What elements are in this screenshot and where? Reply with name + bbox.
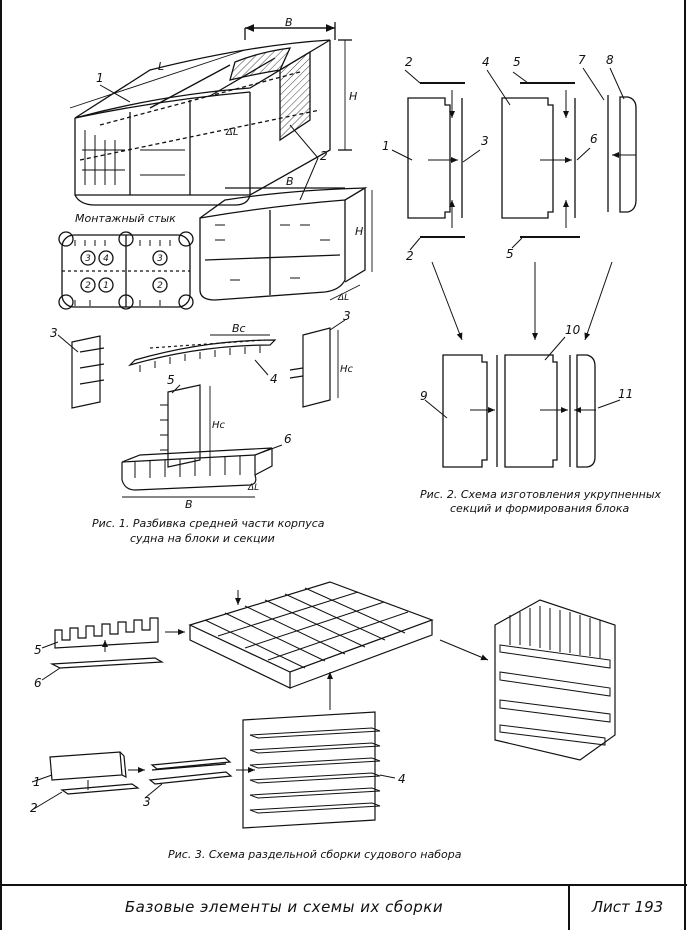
sheet-border-right (684, 0, 686, 930)
fig1-bottom-dim-dL: ΔL (247, 483, 259, 493)
fig3-comb-strip (41, 617, 185, 681)
fig1-block-dim-B: B (286, 175, 294, 188)
fig1-label-2: 2 (320, 149, 328, 163)
fig1-dim-H: H (349, 90, 357, 103)
fig1-element-5 (160, 384, 211, 468)
fig2-label-5-top: 5 (513, 55, 521, 69)
fig2-label-9: 9 (420, 389, 428, 403)
fig1-block-section (199, 186, 373, 301)
fig3-label-5: 5 (34, 643, 42, 657)
fig2-caption-line1: Рис. 2. Схема изготовления укрупненных (420, 488, 662, 501)
fig1-dim-dL: ΔL (225, 127, 238, 138)
fig2-assembly-scheme (391, 67, 637, 468)
fig1-joint-label: Монтажный стык (75, 212, 176, 225)
fig1-element-3-right (289, 319, 346, 408)
fig2-label-11: 11 (618, 387, 633, 401)
fig2-label-7: 7 (578, 53, 586, 67)
fig3-frame-assembly (494, 599, 616, 761)
title-block (0, 884, 687, 932)
fig3-label-3: 3 (143, 795, 151, 809)
fig1-caption-line1: Рис. 1. Разбивка средней части корпуса (92, 517, 325, 530)
fig2-caption-line2: секций и формирования блока (450, 502, 630, 515)
fig3-label-4: 4 (398, 772, 406, 786)
fig3-label-1: 1 (33, 775, 41, 789)
circle-label-b: 4 (103, 254, 109, 264)
fig2-label-4: 4 (482, 55, 490, 69)
circle-label-d: 2 (85, 281, 91, 291)
fig2-label-2-bottom: 2 (406, 249, 414, 263)
fig1-dim-Bc: Bc (232, 322, 246, 335)
fig3-grid-panel (188, 581, 489, 710)
technical-drawing: B L H ΔL 1 2 B H ΔL М (30, 16, 662, 861)
fig2-label-3: 3 (481, 134, 489, 148)
fig1-label-6: 6 (284, 432, 292, 446)
circle-label-c: 3 (157, 254, 163, 264)
fig2-label-1: 1 (382, 139, 390, 153)
fig1-label-3-right: 3 (343, 309, 351, 323)
fig1-label-5: 5 (167, 373, 175, 387)
fig2-label-5-bottom: 5 (506, 247, 514, 261)
fig2-label-8: 8 (606, 53, 614, 67)
fig3-plates (31, 751, 255, 811)
fig1-label-1: 1 (96, 71, 104, 85)
circle-label-f: 2 (157, 281, 163, 291)
fig1-label-4: 4 (270, 372, 278, 386)
fig1-cross-section (58, 231, 194, 310)
sheet-border-left (0, 0, 2, 930)
fig3-stacked-frames (242, 711, 396, 829)
fig2-label-6: 6 (590, 132, 598, 146)
fig1-block-dim-H: H (355, 225, 363, 238)
fig1-dim-Hc-center: Hc (212, 420, 226, 431)
fig2-label-10: 10 (565, 323, 581, 337)
fig2-label-2-top: 2 (405, 55, 413, 69)
fig3-label-2: 2 (30, 801, 38, 815)
fig1-dim-Hc-right: Hc (340, 364, 354, 375)
circle-label-a: 3 (85, 254, 91, 264)
fig3-label-6: 6 (34, 676, 42, 690)
fig1-dim-B: B (285, 16, 293, 29)
title-block-sheet-number: Лист 193 (591, 898, 664, 916)
fig1-element-4 (127, 334, 277, 376)
fig1-element-6 (121, 444, 283, 498)
fig3-caption: Рис. 3. Схема раздельной сборки судового… (168, 848, 462, 861)
fig1-bottom-dim-B: B (185, 498, 193, 511)
title-block-divider (568, 884, 570, 930)
circle-label-e: 1 (103, 281, 109, 291)
fig1-caption-line2: судна на блоки и секции (130, 532, 275, 545)
fig1-element-3-left (57, 334, 105, 409)
fig1-dim-L: L (158, 60, 164, 73)
fig1-hull-block (69, 22, 352, 206)
title-block-title: Базовые элементы и схемы их сборки (124, 898, 444, 916)
fig1-label-3-left: 3 (50, 326, 58, 340)
fig1-block-dim-dL: ΔL (337, 293, 349, 303)
